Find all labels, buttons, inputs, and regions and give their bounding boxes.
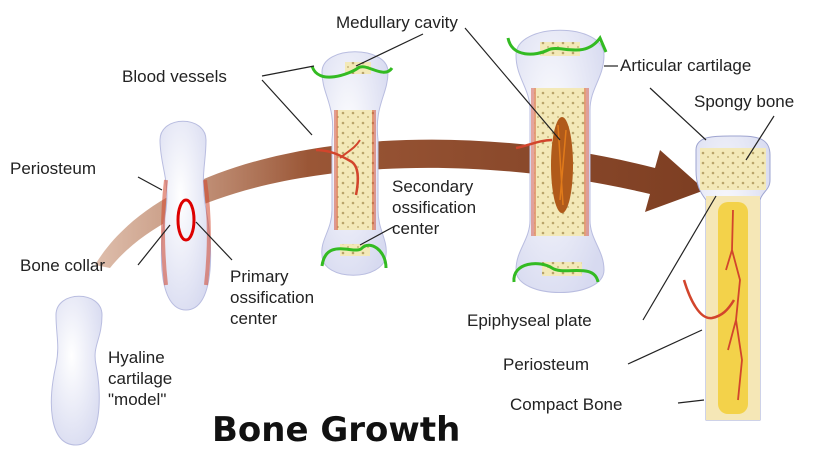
primary-ossification-line-2: ossification bbox=[230, 287, 314, 308]
primary-ossification-line-3: center bbox=[230, 308, 314, 329]
hyaline-cartilage-line-2: cartilage bbox=[108, 368, 172, 389]
label-hyaline-cartilage: Hyaline cartilage "model" bbox=[108, 347, 172, 410]
secondary-ossification-line-2: ossification bbox=[392, 197, 476, 218]
hyaline-cartilage-line-1: Hyaline bbox=[108, 347, 172, 368]
secondary-ossification-line-1: Secondary bbox=[392, 176, 476, 197]
label-secondary-ossification: Secondary ossification center bbox=[392, 176, 476, 239]
label-epiphyseal-plate: Epiphyseal plate bbox=[467, 310, 592, 331]
label-articular-cartilage: Articular cartilage bbox=[620, 55, 751, 76]
label-medullary-cavity: Medullary cavity bbox=[336, 12, 458, 33]
label-bone-collar: Bone collar bbox=[20, 255, 105, 276]
label-periosteum-top: Periosteum bbox=[10, 158, 96, 179]
label-blood-vessels: Blood vessels bbox=[122, 66, 227, 87]
primary-ossification-line-1: Primary bbox=[230, 266, 314, 287]
label-spongy-bone: Spongy bone bbox=[694, 91, 794, 112]
label-compact-bone: Compact Bone bbox=[510, 394, 622, 415]
secondary-ossification-line-3: center bbox=[392, 218, 476, 239]
diagram-title: Bone Growth bbox=[212, 410, 460, 450]
label-periosteum-bottom: Periosteum bbox=[503, 354, 589, 375]
label-primary-ossification: Primary ossification center bbox=[230, 266, 314, 329]
hyaline-cartilage-model bbox=[51, 296, 102, 445]
hyaline-cartilage-line-3: "model" bbox=[108, 389, 172, 410]
